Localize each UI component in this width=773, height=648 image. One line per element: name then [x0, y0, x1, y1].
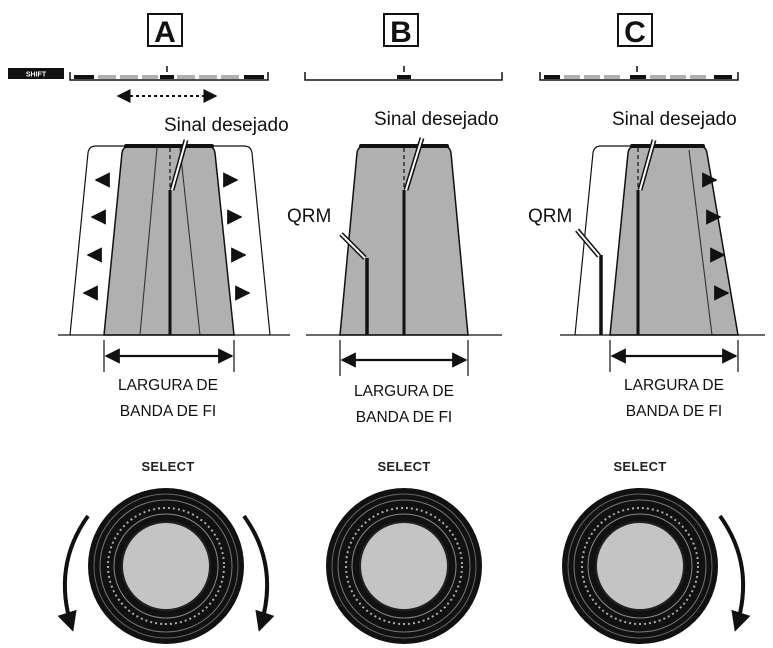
panel-a-signal-label: Sinal desejado: [164, 115, 289, 136]
panel-b-select-knob: [326, 488, 482, 644]
panel-a-select-label: SELECT: [141, 459, 194, 474]
panel-a-cw-arrow: [242, 514, 275, 632]
panel-b-caption-line2: BANDA DE FI: [356, 409, 452, 426]
shift-tag: [8, 68, 64, 79]
panel-c-signal-label: Sinal desejado: [612, 109, 737, 130]
panel-a: A SHIFT: [8, 13, 290, 644]
panel-c-passband: [609, 145, 739, 336]
panel-c: C Sinal desejado QRM: [528, 13, 765, 644]
panel-a-select-knob: [88, 488, 244, 644]
panel-a-letter: A: [154, 16, 176, 49]
panel-b-select-label: SELECT: [377, 459, 430, 474]
shift-tag-label: SHIFT: [26, 72, 47, 79]
panel-b-letter-box: [383, 13, 419, 47]
panel-b-letter: B: [390, 16, 412, 49]
panel-c-shift-scale: [539, 66, 739, 81]
panel-a-letter-box: [147, 13, 183, 47]
panel-c-select-label: SELECT: [613, 459, 666, 474]
panel-a-shift-scale: [69, 66, 269, 81]
panel-a-narrow-arrows: [82, 172, 251, 301]
panel-c-letter: C: [624, 16, 646, 49]
panel-a-ccw-arrow: [57, 514, 90, 632]
panel-b-signal-label: Sinal desejado: [374, 109, 499, 130]
panel-c-wide-passband: [574, 145, 630, 336]
panel-c-shift-arrows: [702, 172, 730, 301]
panel-c-select-knob: [562, 488, 718, 644]
panel-c-qrm-label: QRM: [528, 206, 572, 227]
panel-a-caption-line1: LARGURA DE: [118, 377, 218, 394]
panel-c-caption-line1: LARGURA DE: [624, 377, 724, 394]
panel-b: B Sinal desejado QRM LARGURA DE BANDA DE…: [287, 13, 503, 644]
panel-b-caption-line1: LARGURA DE: [354, 383, 454, 400]
panel-c-caption-line2: BANDA DE FI: [626, 403, 722, 420]
panel-c-cw-arrow: [718, 514, 751, 632]
panel-b-shift-scale: [304, 66, 503, 81]
panel-b-qrm-label: QRM: [287, 206, 331, 227]
panel-c-letter-box: [617, 13, 653, 47]
panel-a-caption-line2: BANDA DE FI: [120, 403, 216, 420]
